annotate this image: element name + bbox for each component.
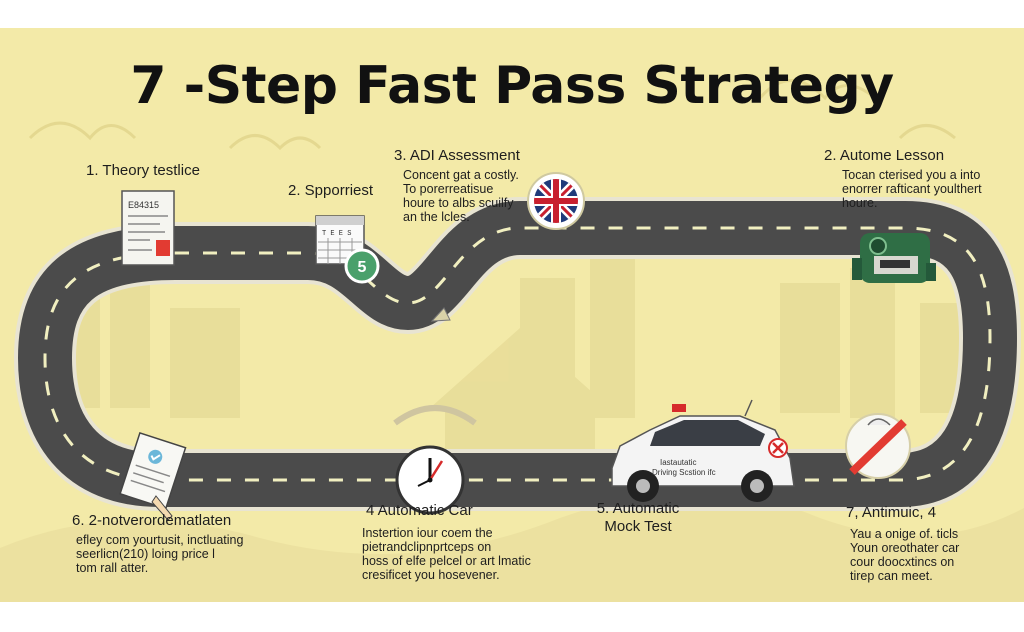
infographic-canvas: E84315 T E E S 5: [0, 28, 1024, 602]
step-6-description: efley com yourtusit, inctluating seerlic…: [76, 533, 244, 575]
driving-school-car: Iastautatic Driving Scstion ifc: [611, 399, 795, 502]
step-5-heading: 5. Automatic: [596, 500, 680, 517]
background-clouds: [28, 79, 956, 151]
winding-road: [14, 197, 1021, 511]
checklist-icon: [119, 431, 187, 521]
step-7-label: 7, Antimuic, 4 Yau a onige of. ticls You…: [846, 504, 960, 583]
green-machine-icon: [852, 233, 936, 283]
step-2-label: 2. Spporriest: [288, 182, 373, 200]
small-cone-icon: [430, 307, 451, 322]
badge-number: 5: [358, 259, 367, 276]
step-7-description: Yau a onige of. ticls Youn oreothater ca…: [850, 527, 960, 583]
calendar-icon: T E E S: [315, 215, 365, 265]
step-6-heading: 6. 2-notverordematlaten: [72, 512, 232, 529]
step-5-label: 5. Automatic Mock Test: [578, 500, 698, 536]
background-hills: [0, 493, 1024, 602]
step-2b-heading: 2. Autome Lesson: [824, 147, 945, 164]
uk-flag-icon: [527, 172, 585, 230]
step-3-description: Concent gat a costly. To porerreatisue h…: [403, 168, 519, 224]
alarm-clock-icon: [393, 405, 477, 515]
step-6-label: 6. 2-notverordematlaten efley com yourtu…: [72, 512, 243, 575]
step-3-label: 3. ADI Assessment Concent gat a costly. …: [394, 147, 520, 224]
step-2b-label: 2. Autome Lesson Tocan cterised you a in…: [824, 147, 982, 210]
step-1-heading: 1. Theory testlice: [86, 162, 200, 179]
page-title: 7 -Step Fast Pass Strategy: [130, 56, 894, 116]
theory-test-paper-icon: E84315: [121, 190, 175, 266]
step-3-heading: 3. ADI Assessment: [394, 147, 520, 164]
step-1-label: 1. Theory testlice: [86, 162, 200, 180]
step-4-description: Instertion iour coem the pietrandclipnpr…: [362, 526, 531, 582]
step-2b-description: Tocan cterised you a into enorrer raftic…: [842, 168, 982, 210]
calendar-label: T E E S: [322, 230, 351, 238]
car-text-line2: Driving Scstion ifc: [652, 468, 716, 477]
step-4-label: 4 Automatic Car Instertion iour coem the…: [362, 502, 531, 582]
car-text-line1: Iastautatic: [660, 458, 696, 467]
road-scene: E84315 T E E S 5: [0, 79, 1024, 602]
step-4-heading: 4 Automatic Car: [366, 502, 473, 519]
step-7-heading: 7, Antimuic, 4: [846, 504, 937, 521]
paper-code: E84315: [128, 200, 159, 210]
step-5-heading-line2: Mock Test: [604, 518, 672, 535]
step-badge-icon: 5: [344, 248, 380, 284]
step-2-heading: 2. Spporriest: [288, 182, 374, 199]
red-stripe-circle-icon: [845, 413, 911, 479]
